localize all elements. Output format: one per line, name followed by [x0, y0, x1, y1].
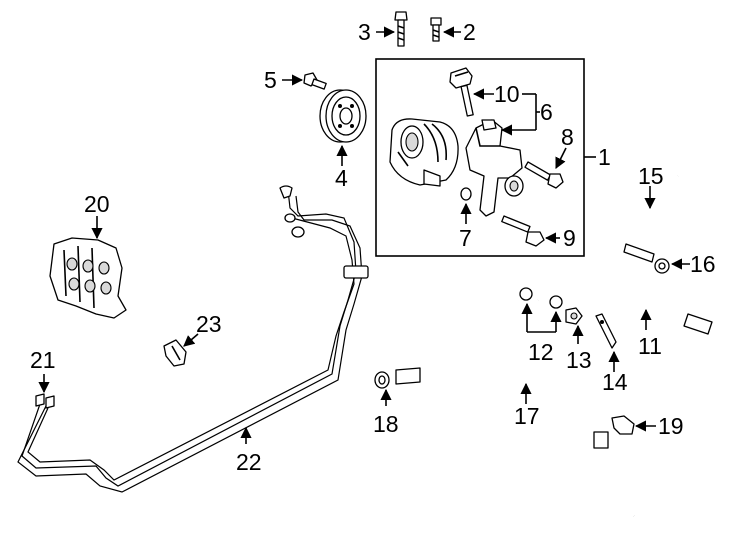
callout-17: 17: [514, 403, 540, 429]
callout-5: 5: [264, 67, 277, 93]
part-17-hose: [395, 360, 637, 519]
callout-4: 4: [335, 165, 348, 191]
callout-2: 2: [463, 19, 476, 45]
part-2-bolt: [430, 17, 442, 42]
callout-18: 18: [373, 411, 399, 437]
part-22-tube-assembly: [17, 185, 369, 493]
callout-20: 20: [84, 191, 110, 217]
callout-16: 16: [690, 251, 716, 277]
part-10-cap: [449, 67, 474, 117]
part-18-clamp: [374, 371, 390, 389]
callout-1: 1: [598, 144, 611, 170]
callout-14: 14: [602, 369, 628, 395]
callout-8: 8: [561, 124, 574, 150]
callout-22: 22: [236, 449, 262, 475]
part-16-clamp: [654, 258, 670, 274]
callout-12: 12: [528, 339, 554, 365]
part-11-hose: [534, 280, 713, 335]
callout-9: 9: [563, 225, 576, 251]
part-19-clip: [611, 415, 635, 435]
part-7-o-ring: [460, 187, 472, 201]
part-23-clip: [163, 339, 187, 367]
callout-13: 13: [566, 347, 592, 373]
part-21-fittings: [35, 393, 55, 409]
part-3-bolt: [394, 11, 408, 47]
part-1-pump-motor: [389, 118, 459, 187]
callout-21: 21: [30, 347, 56, 373]
part-4-pulley: [319, 89, 367, 143]
callout-19: 19: [658, 413, 684, 439]
part-15-hose: [601, 175, 681, 263]
callout-10: 10: [494, 81, 520, 107]
leader-8: [555, 147, 567, 170]
part-12-o-rings: [519, 287, 563, 309]
part-14-bracket: [595, 313, 617, 349]
callout-6: 6: [540, 99, 553, 125]
callout-11: 11: [638, 333, 662, 359]
part-9-bolt: [501, 215, 545, 247]
part-5-bolt: [303, 72, 327, 90]
leader-23: [183, 333, 199, 347]
part-13-bolt: [565, 307, 583, 325]
callout-7: 7: [459, 225, 472, 251]
part-8-bolt: [524, 161, 564, 189]
part-20-valve-block: [49, 237, 127, 319]
callout-3: 3: [358, 19, 371, 45]
part-6-reservoir: [465, 119, 524, 217]
callout-15: 15: [638, 163, 664, 189]
callout-23: 23: [196, 311, 222, 337]
